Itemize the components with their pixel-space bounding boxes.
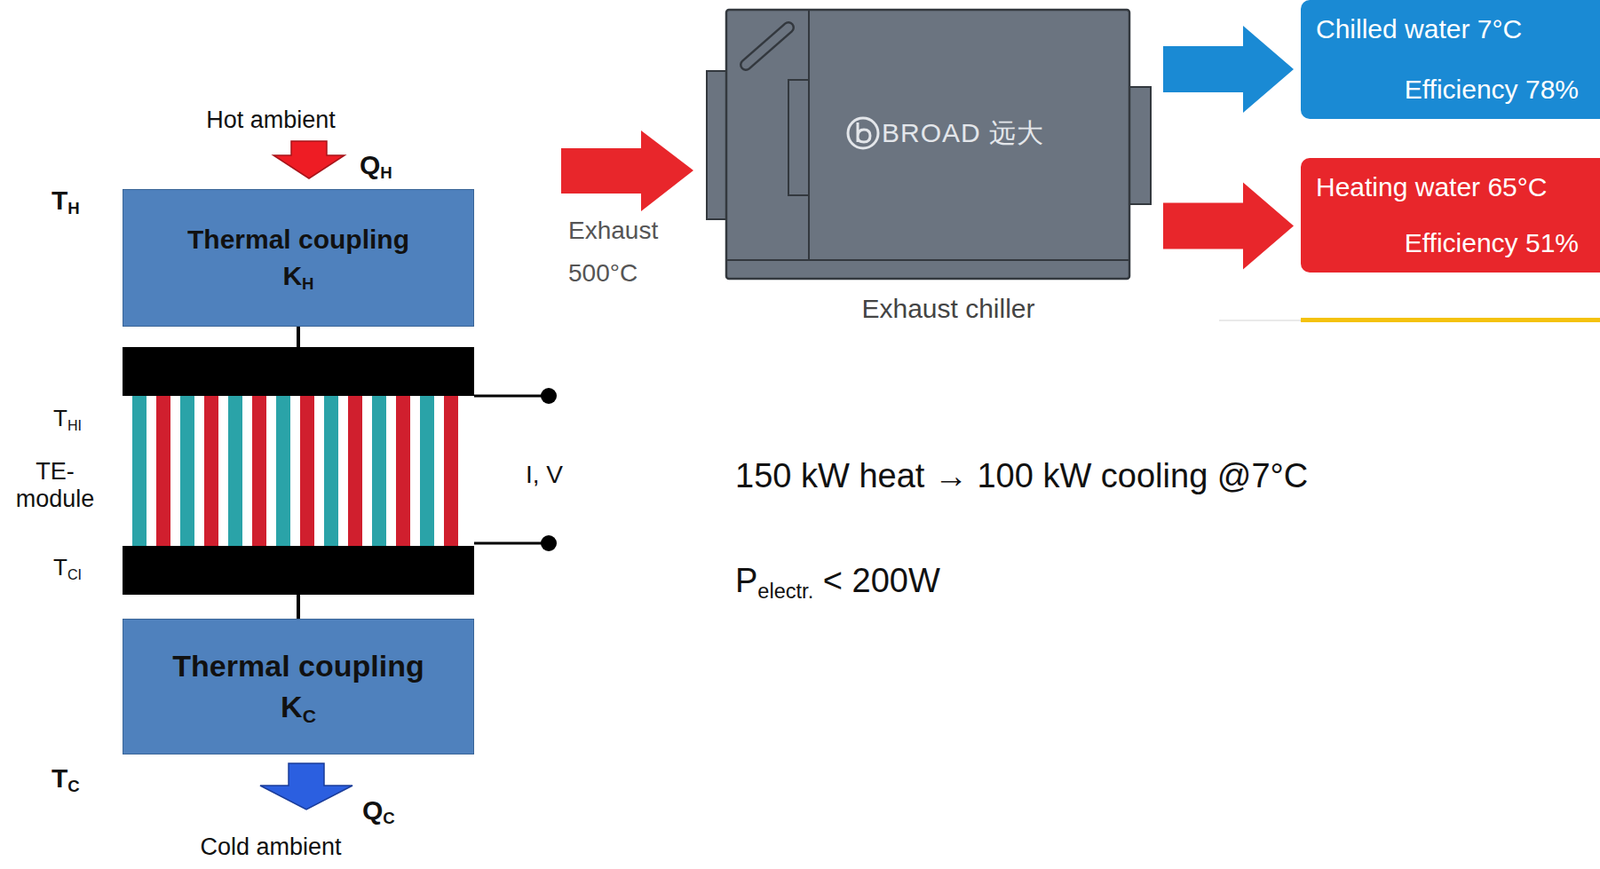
ambient-label: Hot ambient	[205, 106, 336, 135]
chiller-slot	[745, 27, 789, 65]
logo-mark	[857, 122, 871, 143]
node-title: Heating water 65°C	[1315, 172, 1579, 204]
divider	[1219, 319, 1301, 322]
node-text: Efficiency 51%	[1315, 228, 1579, 260]
text-part: T	[51, 763, 68, 793]
output-box: Chilled water 7°C Efficiency 78%	[1300, 0, 1600, 119]
subscript: CI	[67, 566, 82, 583]
hot-plate	[122, 347, 475, 397]
text-part: < 200W	[813, 562, 941, 600]
node-title: BROAD 远大	[881, 118, 1045, 150]
node-text: KC	[280, 689, 317, 725]
node-text: KH	[282, 261, 314, 293]
node-text: Exhaust chiller	[726, 293, 1130, 325]
subscript: C	[302, 704, 317, 726]
logo-ring	[847, 118, 879, 149]
chiller-base	[726, 259, 1130, 262]
node-title: TE- module	[6, 458, 104, 514]
node-title: Chilled water 7°C	[1315, 14, 1579, 46]
node-title: Thermal coupling	[187, 224, 410, 256]
coupling-link	[296, 594, 301, 619]
exhaust-label: Exhaust	[568, 216, 658, 246]
te-legs	[132, 396, 465, 547]
text-part: P	[735, 562, 758, 600]
te-module: TE- module	[122, 347, 475, 595]
terminal	[540, 388, 557, 404]
note: Pelectr. < 200W	[735, 562, 941, 602]
subscript: C	[67, 776, 80, 796]
heat-flow-label: QC	[362, 795, 396, 827]
temperature-label: TC	[51, 763, 80, 795]
wire	[474, 542, 549, 546]
chiller-handle	[788, 79, 809, 196]
chiller-side-tab	[706, 71, 729, 220]
text-part: T	[53, 554, 68, 581]
thermal-coupling-box: Thermal couplingKH	[122, 189, 475, 327]
node-title: Thermal coupling	[172, 649, 424, 684]
chiller-slot	[745, 27, 789, 65]
text-part: Q	[359, 150, 381, 180]
flow-arrow	[1163, 182, 1294, 270]
text-part: Q	[362, 795, 383, 825]
coupling-link	[296, 326, 301, 348]
exhaust-temp-label: 500°C	[568, 259, 638, 288]
subscript: HI	[67, 417, 82, 434]
cut-off-box-edge	[1300, 317, 1600, 323]
chiller-side-tab	[1127, 87, 1151, 205]
note: 150 kW heat → 100 kW cooling @7°C	[735, 457, 1308, 497]
wire	[474, 395, 549, 398]
temperature-label: THI	[53, 405, 82, 433]
terminal-label: I, V	[525, 460, 563, 490]
subscript: H	[67, 198, 80, 218]
chiller-body	[726, 9, 1130, 279]
text-part: K	[280, 689, 303, 724]
subscript: C	[382, 808, 395, 828]
heat-out-arrow	[260, 763, 353, 810]
text-part: T	[53, 404, 68, 432]
output-box: Heating water 65°C Efficiency 51%	[1300, 158, 1600, 273]
thermal-coupling-box: Thermal couplingKC	[122, 618, 475, 755]
exhaust-arrow	[561, 130, 694, 212]
temperature-label: TCI	[53, 554, 82, 582]
cold-plate	[122, 546, 475, 595]
terminal	[540, 535, 557, 552]
text-part: K	[282, 261, 302, 291]
flow-arrow	[1163, 25, 1294, 113]
subscript: H	[380, 163, 392, 183]
node-text: Efficiency 78%	[1315, 74, 1579, 106]
subscript: electr.	[757, 579, 814, 603]
exhaust-chiller: BROAD 远大Exhaust chiller	[726, 9, 1130, 279]
text-part: T	[51, 185, 68, 215]
heat-in-arrow	[273, 141, 345, 179]
subscript: H	[301, 274, 314, 294]
heat-flow-label: QH	[359, 150, 393, 182]
temperature-label: TH	[51, 185, 80, 217]
ambient-label: Cold ambient	[199, 833, 341, 862]
